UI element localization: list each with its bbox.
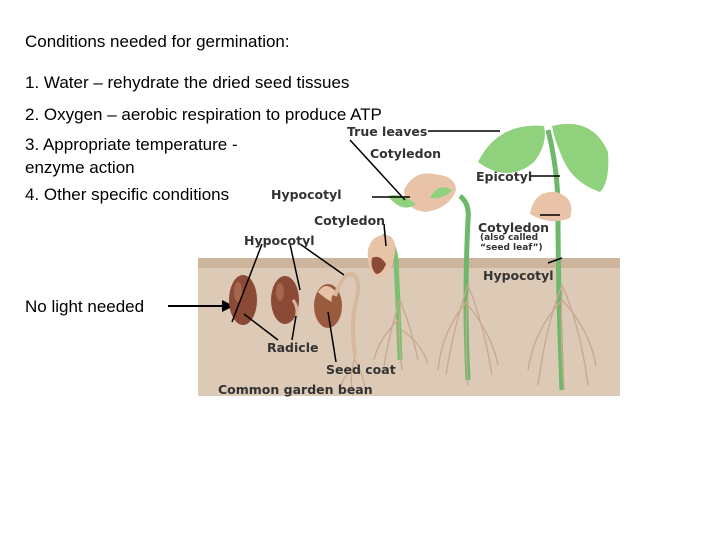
condition-temperature-cont: enzyme action	[25, 158, 135, 177]
label-also-called-1: (also called	[480, 233, 539, 243]
leader-hypocotyl-right	[547, 257, 563, 264]
condition-oxygen: 2. Oxygen – aerobic respiration to produ…	[25, 105, 382, 124]
label-cotyledon-mid: Cotyledon	[314, 213, 386, 228]
leader-cotyledon-mid	[383, 223, 387, 247]
condition-temperature: 3. Appropriate temperature -	[25, 135, 238, 154]
soil	[198, 262, 620, 396]
leader-cotyledon-top	[349, 139, 406, 201]
label-radicle: Radicle	[267, 340, 319, 355]
hypocotyl-seedling-3	[333, 272, 360, 357]
stem-plant-6	[545, 129, 565, 391]
slide-heading: Conditions needed for germination:	[25, 32, 290, 51]
no-light-text: No light needed	[25, 297, 145, 316]
cotyledon-seedling-5	[404, 173, 456, 212]
label-hypocotyl-right: Hypocotyl	[483, 268, 554, 283]
true-leaf-right	[552, 123, 609, 192]
leader-seed-coat	[327, 311, 337, 363]
label-hypocotyl-left: Hypocotyl	[244, 233, 315, 248]
label-cotyledon-top: Cotyledon	[370, 146, 442, 161]
leader-hypocotyl-left-2	[289, 243, 301, 291]
soil-surface	[198, 258, 620, 268]
leader-hypocotyl-left-3	[299, 243, 345, 276]
leader-hypocotyl-left-1	[231, 243, 263, 323]
leaf-seedling-5-a	[388, 195, 416, 208]
label-true-leaves: True leaves	[347, 124, 428, 139]
no-light-arrowhead	[222, 300, 234, 312]
leader-radicle-1	[243, 313, 279, 341]
cotyledon-plant-6	[530, 191, 572, 222]
condition-other: 4. Other specific conditions	[25, 185, 230, 204]
leader-radicle-2	[291, 315, 297, 341]
leaf-seedling-5-b	[430, 187, 452, 199]
true-leaf-left	[478, 125, 545, 173]
label-cotyledon-right: Cotyledon	[478, 220, 550, 235]
label-also-called-2: “seed leaf”)	[480, 243, 543, 253]
label-epicotyl: Epicotyl	[476, 169, 533, 184]
label-hypocotyl-mid: Hypocotyl	[271, 187, 342, 202]
label-seed-coat: Seed coat	[326, 362, 396, 377]
label-caption: Common garden bean	[218, 382, 373, 397]
condition-water: 1. Water – rehydrate the dried seed tiss…	[25, 73, 350, 92]
